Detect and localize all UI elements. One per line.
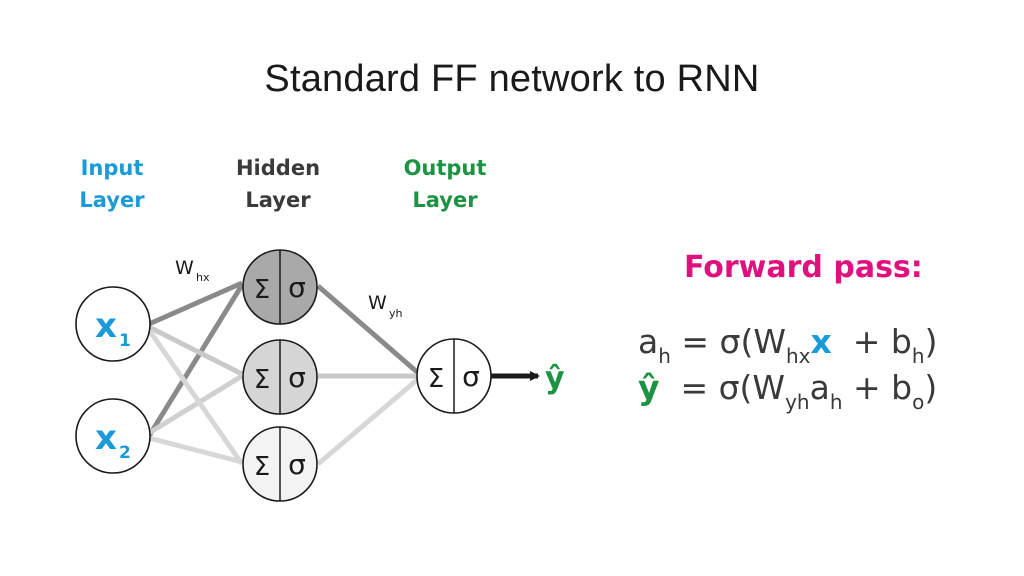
svg-text:W: W — [368, 292, 387, 314]
svg-text:Σ: Σ — [254, 365, 270, 395]
svg-text:σ: σ — [288, 361, 306, 394]
svg-text:yh: yh — [389, 307, 403, 320]
svg-text:x: x — [95, 306, 117, 346]
input-node-x2: x 2 — [75, 398, 151, 474]
svg-text:σ: σ — [462, 360, 480, 393]
edge-x1-h3 — [146, 328, 245, 466]
edge-x1-h1 — [147, 280, 244, 327]
svg-text:Σ: Σ — [254, 275, 270, 305]
hidden-node-2: Σ σ — [242, 339, 318, 415]
edge-h1-out — [316, 284, 419, 374]
output-layer-label: Output Layer — [403, 156, 487, 212]
edge-x1-h2 — [147, 324, 244, 377]
input-layer-label: Input Layer — [79, 156, 145, 212]
output-node: Σ σ — [416, 338, 492, 414]
svg-text:1: 1 — [119, 331, 131, 351]
equation-hidden-activation: ah = σ(Whxx + bh) — [638, 322, 938, 368]
input-node-x1: x 1 — [75, 286, 151, 362]
svg-text:σ: σ — [288, 448, 306, 481]
svg-text:x: x — [95, 418, 117, 458]
svg-text:Σ: Σ — [428, 364, 444, 394]
edge-x2-h3 — [148, 435, 243, 465]
svg-text:hx: hx — [196, 271, 210, 284]
hidden-layer-label: Hidden Layer — [235, 156, 321, 212]
svg-text:σ: σ — [288, 271, 306, 304]
hidden-node-1: Σ σ — [242, 249, 318, 325]
svg-text:W: W — [175, 257, 194, 279]
svg-text:Σ: Σ — [254, 452, 270, 482]
prediction-y-hat: ŷ — [545, 361, 565, 396]
slide-title: Standard FF network to RNN — [264, 58, 760, 100]
weight-label-hx: W hx — [175, 257, 210, 284]
svg-text:2: 2 — [119, 443, 131, 463]
edge-h3-out — [316, 378, 419, 466]
forward-pass-title: Forward pass: — [684, 250, 923, 285]
weight-label-yh: W yh — [368, 292, 403, 320]
edge-x2-h1 — [146, 283, 245, 438]
equation-output: ŷ = σ(Wyhah + bo) — [638, 368, 938, 414]
hidden-node-3: Σ σ — [242, 426, 318, 502]
edge-x2-h2 — [147, 373, 244, 436]
